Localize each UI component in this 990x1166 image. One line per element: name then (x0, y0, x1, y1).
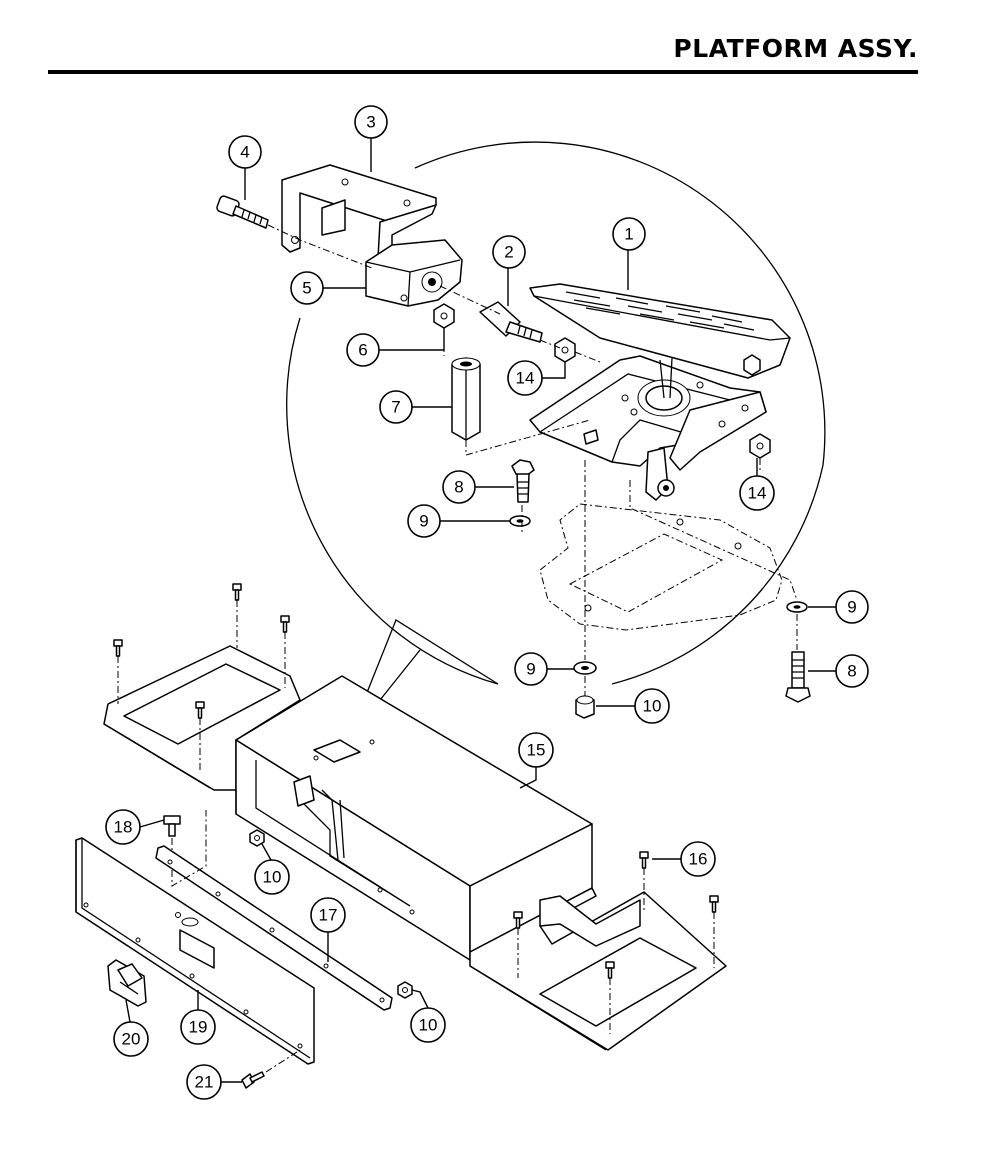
bolt-part-8-lower (785, 651, 811, 703)
washer-part-9-right (786, 601, 808, 613)
callout-15: 15 (518, 732, 554, 768)
screws-part-16 (113, 583, 719, 1034)
callout-4-label: 4 (240, 143, 249, 162)
title-rule (48, 70, 918, 74)
callout-9-lower-label: 9 (526, 660, 535, 679)
strip-part-17 (155, 810, 393, 1011)
latch-part-20 (107, 959, 147, 1007)
callout-10-middle: 10 (254, 859, 290, 895)
callout-14-left: 14 (507, 360, 543, 396)
callout-1: 1 (612, 217, 646, 251)
callout-8-lower: 8 (835, 654, 869, 688)
callout-16-label: 16 (689, 850, 708, 869)
pedal-assembly-part-1 (529, 283, 791, 501)
callout-8-lower-label: 8 (847, 662, 856, 681)
nut-part-14-left (554, 337, 576, 363)
page-title: PLATFORM ASSY. (673, 34, 918, 63)
callout-7-label: 7 (391, 398, 400, 417)
callout-21-label: 21 (195, 1073, 214, 1092)
callout-14-right-label: 14 (748, 484, 767, 503)
bushing-block-part-5 (365, 239, 463, 307)
callout-15-label: 15 (527, 741, 546, 760)
callout-9-right-label: 9 (847, 598, 856, 617)
bolt-part-8-upper (511, 459, 535, 503)
callout-8-upper-label: 8 (454, 478, 463, 497)
callout-4: 4 (228, 135, 262, 169)
callout-2: 2 (492, 235, 526, 269)
detail-circle (286, 141, 826, 741)
callout-9-upper: 9 (407, 504, 441, 538)
washer-part-9-upper (509, 515, 531, 527)
nut-part-10-lower (397, 981, 413, 999)
callout-3-label: 3 (366, 113, 375, 132)
cover-panel-part-19 (75, 837, 315, 1065)
assembly-axis-lines (267, 224, 798, 696)
screw-part-21 (241, 1049, 301, 1089)
callout-10-upper-label: 10 (643, 697, 662, 716)
callout-19: 19 (180, 1009, 216, 1045)
callout-18: 18 (105, 809, 141, 845)
nut-part-6 (433, 303, 455, 329)
callout-5-label: 5 (302, 279, 311, 298)
callout-7: 7 (379, 390, 413, 424)
callout-9-lower: 9 (514, 652, 548, 686)
callout-1-label: 1 (624, 225, 633, 244)
phantom-platform-outline (539, 503, 783, 631)
pin-part-2 (479, 301, 543, 343)
callout-10-middle-label: 10 (263, 868, 282, 887)
bracket-part-3 (281, 164, 437, 259)
callout-3: 3 (354, 105, 388, 139)
spacer-part-7 (451, 357, 481, 441)
nut-part-10-upper (575, 695, 595, 719)
bolt-part-4 (216, 195, 269, 229)
callout-10-lower-label: 10 (419, 1016, 438, 1035)
callout-19-label: 19 (189, 1018, 208, 1037)
washer-part-9-lower (573, 661, 597, 675)
callout-9-right: 9 (835, 590, 869, 624)
callout-2-label: 2 (504, 243, 513, 262)
callout-14-right: 14 (739, 475, 775, 511)
callout-5: 5 (290, 271, 324, 305)
callout-17-label: 17 (319, 906, 338, 925)
callout-18-label: 18 (114, 818, 133, 837)
callout-14-left-label: 14 (516, 369, 535, 388)
callout-8-upper: 8 (442, 470, 476, 504)
callout-16: 16 (680, 841, 716, 877)
callout-20: 20 (113, 1021, 149, 1057)
nut-part-10-middle (249, 829, 265, 847)
callout-6-label: 6 (358, 341, 367, 360)
callout-20-label: 20 (122, 1030, 141, 1049)
nut-part-14-right (749, 433, 771, 459)
callout-10-upper: 10 (634, 688, 670, 724)
callout-21: 21 (186, 1064, 222, 1100)
callout-10-lower: 10 (410, 1007, 446, 1043)
callout-9-upper-label: 9 (419, 512, 428, 531)
callout-17: 17 (310, 897, 346, 933)
callout-6: 6 (346, 333, 380, 367)
